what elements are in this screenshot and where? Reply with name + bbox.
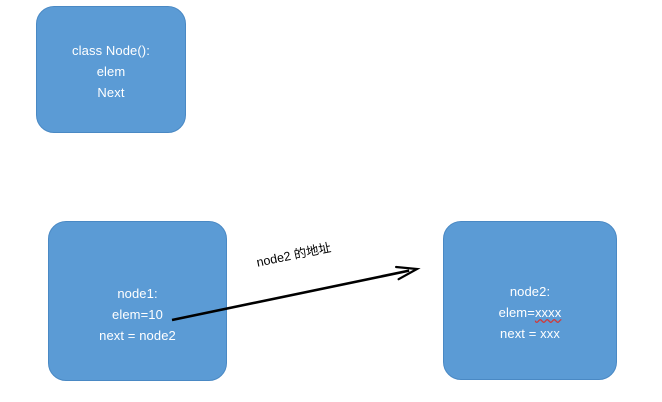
- node1-title: node1:: [117, 285, 158, 301]
- node2-elem-value-spell-error: xxxx: [534, 305, 562, 320]
- pointer-arrow-head: [395, 265, 421, 281]
- class-definition-line-3: Next: [97, 85, 125, 100]
- node2-elem-prefix: elem=: [498, 305, 535, 320]
- class-definition-line-2: elem: [96, 64, 126, 79]
- node1-next: next = node2: [99, 327, 176, 343]
- node1-box[interactable]: node1: elem=10 next = node2: [48, 221, 227, 381]
- node2-text: node2: elem=xxxx next = xxx: [444, 281, 616, 344]
- pointer-arrow-label: node2 的地址: [255, 240, 333, 270]
- node1-elem: elem=10: [112, 306, 163, 322]
- node2-next: next = xxx: [500, 326, 560, 341]
- class-definition-line-1: class Node():: [72, 43, 150, 58]
- node2-elem: elem=xxxx: [444, 302, 616, 323]
- node1-text: node1: elem=10 next = node2: [49, 283, 226, 346]
- node2-box[interactable]: node2: elem=xxxx next = xxx: [443, 221, 617, 380]
- class-definition-text: class Node(): elem Next: [37, 40, 185, 103]
- node2-title: node2:: [509, 284, 551, 299]
- class-definition-box[interactable]: class Node(): elem Next: [36, 6, 186, 133]
